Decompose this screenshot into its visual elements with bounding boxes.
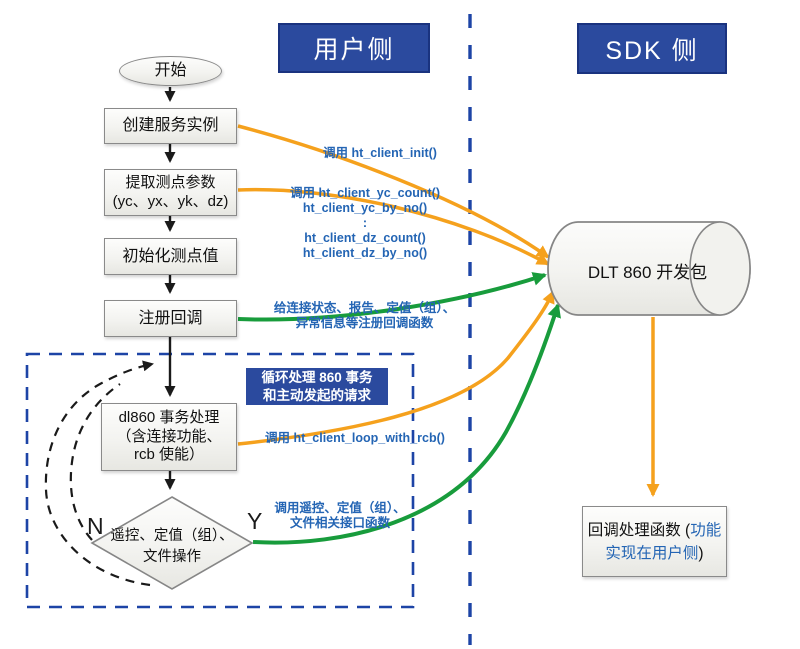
callback-handler-node: 回调处理函数 (功能实现在用户侧) <box>582 506 727 577</box>
callback-label-blue-part: 功能实现在用户侧 <box>605 521 722 562</box>
step-dl860-line2: （含连接功能、 <box>116 427 222 445</box>
step-create-service-label: 创建服务实例 <box>122 117 219 134</box>
decision-no-label: N <box>87 513 104 539</box>
curve-loop-call <box>237 290 555 446</box>
callback-label-suffix: ) <box>698 544 704 562</box>
start-node-label: 开始 <box>154 62 187 79</box>
label-register-line2: 异常信息等注册回调函数 <box>295 316 434 330</box>
step-dl860-line3: rcb 使能） <box>133 446 204 464</box>
step-extract-params-node: 提取测点参数 (yc、yx、yk、dz) <box>104 169 237 216</box>
curve-count-call <box>237 187 550 266</box>
label-register-line1: 给连接状态、报告、定值（组）、 <box>273 301 456 315</box>
label-call-init: 调用 ht_client_init() <box>323 146 437 160</box>
header-sdk-side-label: SDK 侧 <box>605 36 699 65</box>
header-user-side-label: 用户侧 <box>313 36 395 64</box>
header-user-side: 用户侧 <box>278 23 430 73</box>
step-register-callback-label: 注册回调 <box>138 309 203 327</box>
decision-label-line2: 文件操作 <box>143 549 201 565</box>
label-call-count-line4: ht_client_dz_by_no() <box>302 246 428 260</box>
sdk-cylinder-label: DLT 860 开发包 <box>587 263 708 282</box>
label-call-count-line1: 调用 ht_client_yc_count() <box>289 186 441 200</box>
decision-diamond <box>90 496 254 590</box>
label-loop-line2: 和主动发起的请求 <box>263 387 371 403</box>
curve-register-callback <box>237 272 547 322</box>
callback-handler-label: 回调处理函数 (功能实现在用户侧) <box>583 519 726 565</box>
label-loop-process-box: 循环处理 860 事务 和主动发起的请求 <box>246 368 388 405</box>
decision-label: 遥控、定值（组）、 文件操作 <box>92 526 252 568</box>
step-create-service-node: 创建服务实例 <box>104 108 237 144</box>
label-call-count-block: 调用 ht_client_yc_count() ht_client_yc_by_… <box>260 186 470 261</box>
step-extract-params-line2: (yc、yx、yk、dz) <box>112 192 229 210</box>
callback-label-prefix: 回调处理函数 ( <box>587 521 691 539</box>
label-call-control-line1: 调用遥控、定值（组）、 <box>274 501 406 515</box>
loop-back-dashed-arrow <box>44 360 154 587</box>
label-call-control: 调用遥控、定值（组）、 文件相关接口函数 <box>254 501 426 531</box>
step-register-callback-node: 注册回调 <box>104 300 237 337</box>
label-call-count-line3: ht_client_dz_count() <box>304 231 426 245</box>
header-sdk-side: SDK 侧 <box>577 23 727 74</box>
curve-init-call <box>237 124 550 259</box>
step-init-points-label: 初始化测点值 <box>122 247 219 265</box>
label-register-callback: 给连接状态、报告、定值（组）、 异常信息等注册回调函数 <box>262 301 467 331</box>
step-extract-params-line1: 提取测点参数 <box>125 173 216 191</box>
label-loop-line1: 循环处理 860 事务 <box>261 369 373 385</box>
sdk-cylinder-end-cap <box>689 221 751 316</box>
decision-yes-label: Y <box>247 508 263 534</box>
step-dl860-transaction-node: dl860 事务处理 （含连接功能、 rcb 使能） <box>101 403 237 471</box>
step-dl860-line1: dl860 事务处理 <box>118 408 220 426</box>
loop-back-dashed-arc-inner <box>69 383 121 541</box>
label-call-loop: 调用 ht_client_loop_with_rcb() <box>265 431 445 445</box>
start-node: 开始 <box>119 56 222 86</box>
decision-label-line1: 遥控、定值（组）、 <box>110 528 234 544</box>
step-init-points-node: 初始化测点值 <box>104 238 237 275</box>
label-call-count-ellipsis: : <box>362 216 368 230</box>
label-call-count-line2: ht_client_yc_by_no() <box>302 201 428 215</box>
label-call-control-line2: 文件相关接口函数 <box>289 516 390 530</box>
curve-control-call <box>252 303 561 545</box>
loop-region-dashed-rect <box>25 352 415 609</box>
